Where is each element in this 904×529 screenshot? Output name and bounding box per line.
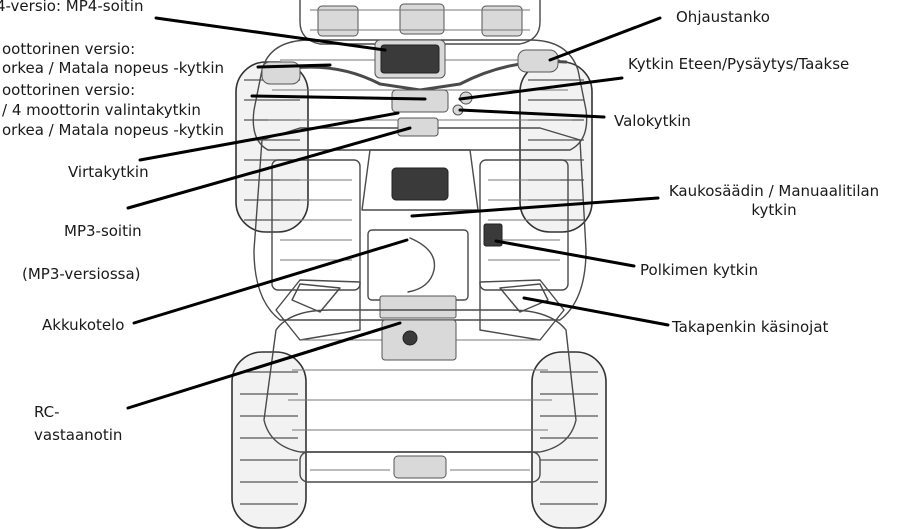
label-direction-switch: Kytkin Eteen/Pysäytys/Taakse <box>628 56 849 73</box>
label-handlebar: Ohjaustanko <box>676 9 770 26</box>
label-remote-manual-line2: kytkin <box>654 202 894 219</box>
label-speed-switch-2: oottorinen versio: / 4 moottorin valinta… <box>2 82 224 139</box>
label-rc-receiver: RC- vastaanotin <box>34 404 122 444</box>
label-mp3-player: MP3-soitin <box>64 223 142 240</box>
leader-rear-handles <box>524 298 668 325</box>
label-speed-switch-2-line2: / 4 moottorin valintakytkin <box>2 102 224 119</box>
label-battery-box: Akkukotelo <box>42 317 124 334</box>
leader-pedal-switch <box>496 241 634 266</box>
label-speed-switch-2-line1: oottorinen versio: <box>2 82 224 99</box>
label-speed-switch-1: oottorinen versio: orkea / Matala nopeus… <box>2 41 224 77</box>
label-power-switch: Virtakytkin <box>68 164 149 181</box>
label-mp4-version: 4-versio: MP4-soitin <box>0 0 143 15</box>
label-speed-switch-1-line2: orkea / Matala nopeus -kytkin <box>2 60 224 77</box>
leader-direction-switch <box>460 78 622 99</box>
label-speed-switch-2-line3: orkea / Matala nopeus -kytkin <box>2 122 224 139</box>
leader-rc-receiver <box>128 323 400 408</box>
label-light-switch: Valokytkin <box>614 113 691 130</box>
label-pedal-switch: Polkimen kytkin <box>640 262 758 279</box>
label-rc-receiver-line1: RC- <box>34 404 122 421</box>
leader-remote-manual <box>412 198 658 216</box>
leader-speed-switch-1 <box>258 65 330 67</box>
label-remote-manual-switch: Kaukosäädin / Manuaalitilan kytkin <box>654 183 894 219</box>
label-rear-handles: Takapenkin käsinojat <box>672 319 828 336</box>
leader-handlebar <box>550 18 660 60</box>
leader-battery <box>134 240 407 323</box>
leader-light-switch <box>460 110 604 117</box>
label-rc-receiver-line2: vastaanotin <box>34 427 122 444</box>
leader-speed-switch-2 <box>252 96 425 99</box>
label-remote-manual-line1: Kaukosäädin / Manuaalitilan <box>654 183 894 200</box>
label-speed-switch-1-line1: oottorinen versio: <box>2 41 224 58</box>
label-mp3-version: (MP3-versiossa) <box>22 266 141 283</box>
leader-mp3 <box>128 128 410 208</box>
